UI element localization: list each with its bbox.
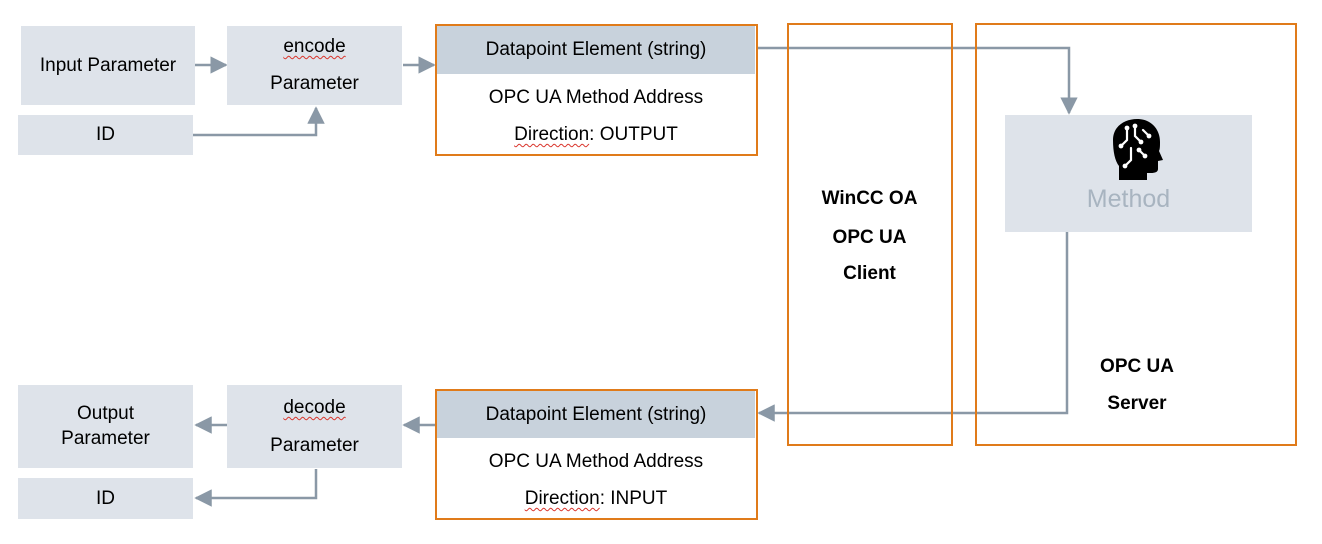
dpe-output-header: Datapoint Element (string) [437,26,755,74]
client-box: WinCC OA OPC UA Client [787,23,953,446]
decode-param-label: Parameter [270,435,359,456]
direction-output-line: Direction: OUTPUT [437,124,755,146]
method-address-label-bottom: OPC UA Method Address [488,451,704,472]
output-parameter-box: Output Parameter [18,385,193,468]
arrow-dpe-to-method [757,46,1078,115]
id-label-bottom: ID [96,487,115,509]
input-parameter-box: Input Parameter [21,26,195,105]
direction-value-bottom: : INPUT [599,488,668,509]
encode-param-label: Parameter [270,73,359,94]
dpe-input-box: Datapoint Element (string) OPC UA Method… [435,389,758,520]
id-box-top: ID [18,115,193,155]
arrow-id-to-encode [193,106,325,137]
encode-word: encode [283,36,346,57]
dpe-input-header: Datapoint Element (string) [437,391,755,438]
arrow-method-to-dpe [757,232,1069,422]
method-label: Method [1086,185,1171,213]
decode-word: decode [283,397,346,418]
client-line2: OPC UA [832,227,907,248]
client-line3: Client [843,263,896,284]
encode-parameter-box: encode Parameter [227,26,402,105]
decode-parameter-box: decode Parameter [227,385,402,468]
dpe-input-header-label: Datapoint Element (string) [485,403,707,425]
method-address-label-top: OPC UA Method Address [488,87,704,108]
server-line1: OPC UA [1100,356,1174,377]
direction-word-bottom: Direction [524,488,600,509]
direction-input-line: Direction: INPUT [437,488,755,510]
id-box-bottom: ID [18,478,193,519]
client-line1: WinCC OA [821,188,918,209]
head-circuit-icon [1113,119,1163,180]
output-parameter-line1: Output [76,403,135,424]
direction-value-top: : OUTPUT [589,124,678,145]
id-label-top: ID [96,124,115,145]
input-parameter-label: Input Parameter [39,54,177,76]
method-box: Method [1005,115,1252,232]
output-parameter-line2: Parameter [61,428,150,449]
dpe-output-header-label: Datapoint Element (string) [485,39,707,60]
direction-word-top: Direction [514,124,590,145]
server-box: OPC UA Server [975,23,1297,446]
dpe-output-box: Datapoint Element (string) OPC UA Method… [435,24,758,156]
arrow-decode-to-id [194,469,318,507]
server-line2: Server [1107,393,1167,414]
